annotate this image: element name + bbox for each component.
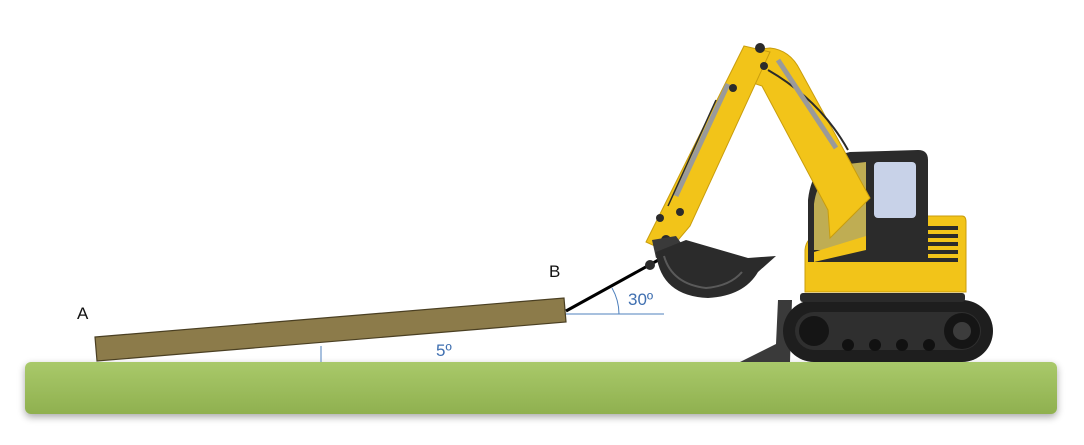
bucket — [656, 240, 776, 298]
beam-angle-label: 5º — [436, 341, 452, 360]
beam — [94, 297, 567, 362]
stick — [645, 45, 771, 253]
cable-angle-label: 30º — [628, 290, 654, 309]
ground — [25, 362, 1057, 414]
cable-angle-arc — [611, 287, 620, 315]
engine-grille — [926, 226, 958, 262]
dozer-blade — [740, 300, 792, 362]
cab-window-side — [874, 162, 916, 218]
point-a-label: A — [77, 304, 89, 323]
excavator-icon — [645, 43, 993, 362]
point-b-label: B — [549, 262, 561, 281]
